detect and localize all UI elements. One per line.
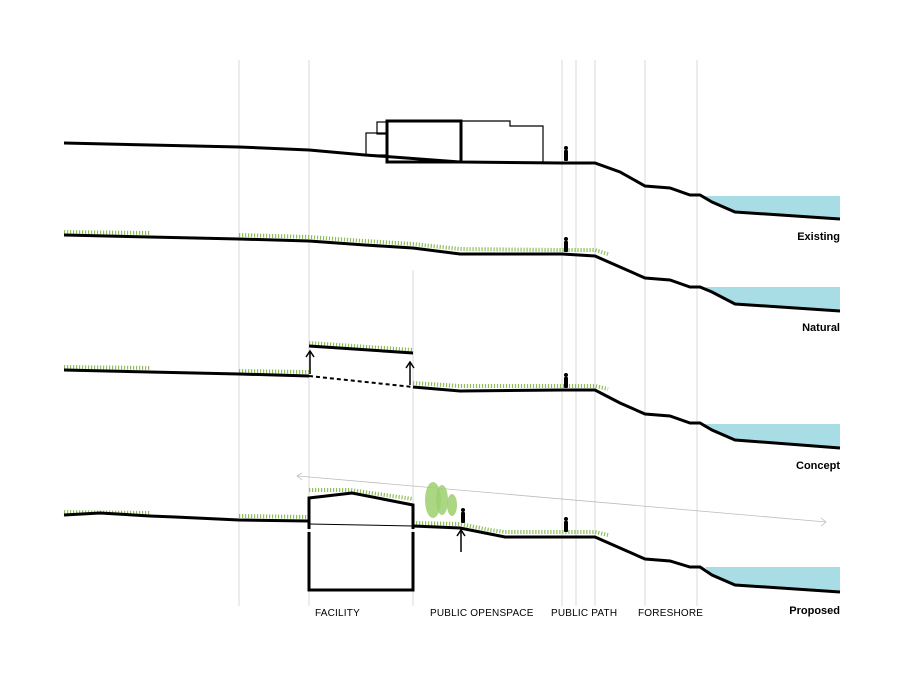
ground-line-natural [63, 233, 841, 313]
ground-line-proposed-right [412, 524, 841, 594]
zone-label-public-openspace: PUBLIC OPENSPACE [430, 608, 534, 619]
zone-label-foreshore: FORESHORE [638, 608, 703, 619]
ground-line-concept-dashed [308, 375, 414, 388]
section-concept: Concept [63, 341, 841, 472]
up-arrow-icon [305, 349, 315, 374]
facility-building [307, 491, 415, 592]
existing-building [365, 119, 544, 164]
grass-strips-natural [63, 230, 609, 256]
ground-line-proposed-left [63, 511, 310, 523]
section-label-concept: Concept [796, 460, 840, 472]
person-icon [461, 508, 465, 523]
zone-label-facility: FACILITY [315, 608, 360, 619]
grass-strips-proposed [63, 488, 609, 537]
facility-floor-line [308, 523, 414, 527]
section-proposed: Proposed [63, 472, 841, 617]
ground-line-concept-left [63, 368, 310, 378]
view-line [296, 472, 827, 527]
grass-strips-concept [63, 341, 609, 391]
water-existing [705, 196, 840, 219]
tree-icon [425, 482, 457, 518]
ground-line-existing [63, 141, 841, 221]
water-natural [705, 287, 840, 311]
person-icon [564, 146, 568, 161]
person-icon [564, 373, 568, 388]
water-proposed [705, 567, 840, 592]
zone-labels: FACILITY PUBLIC OPENSPACE PUBLIC PATH FO… [315, 608, 703, 619]
section-label-proposed: Proposed [789, 605, 840, 617]
zone-label-public-path: PUBLIC PATH [551, 608, 617, 619]
up-arrow-icon [456, 528, 466, 552]
ground-line-concept-right [412, 385, 841, 450]
section-existing: Existing [63, 119, 841, 243]
person-icon [564, 237, 568, 252]
section-label-existing: Existing [797, 231, 840, 243]
section-label-natural: Natural [802, 322, 840, 334]
person-icon [564, 517, 568, 532]
section-natural: Natural [63, 230, 841, 334]
water-concept [705, 424, 840, 448]
lifted-roof-concept [308, 344, 414, 355]
up-arrow-icon [405, 360, 415, 385]
